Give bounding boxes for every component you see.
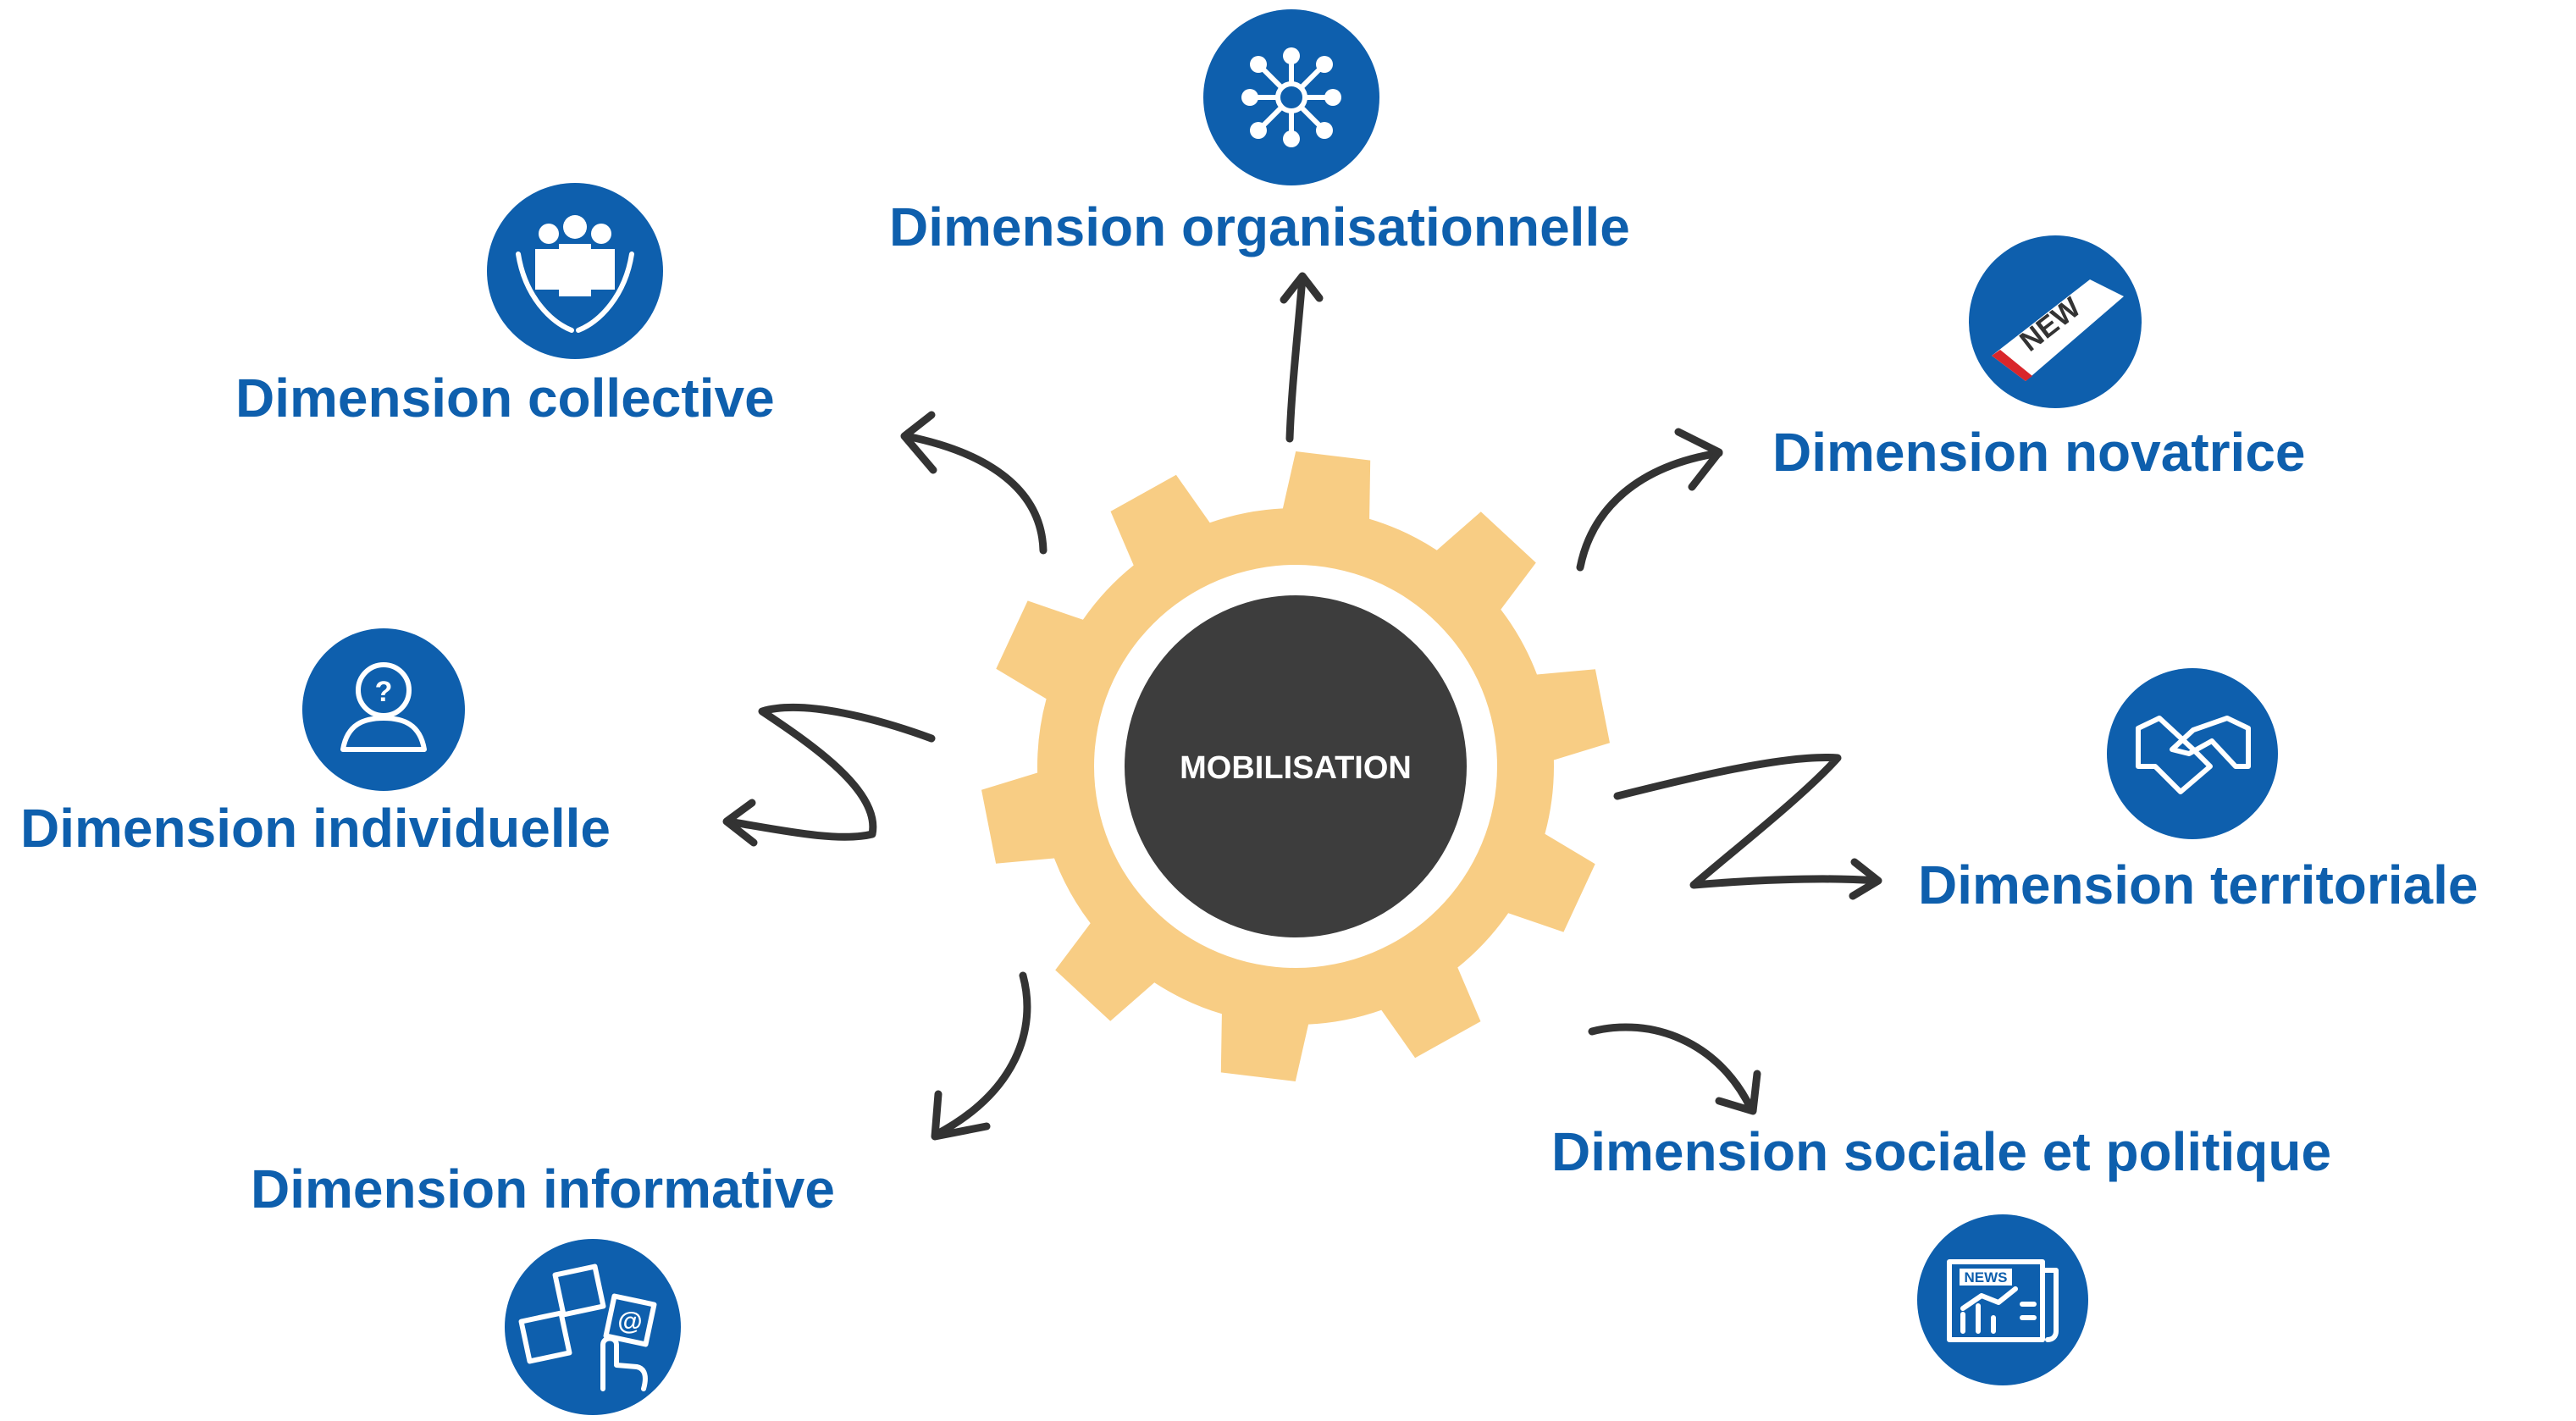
label-informative: Dimension informative bbox=[251, 1158, 835, 1219]
label-novatrice: Dimension novatrice bbox=[1772, 422, 2306, 483]
person-question-icon: ? bbox=[302, 628, 465, 791]
label-collective: Dimension collective bbox=[235, 368, 775, 429]
center-label: MOBILISATION bbox=[1180, 750, 1412, 786]
contact-cards-icon: @ bbox=[505, 1239, 681, 1415]
label-sociale: Dimension sociale et politique bbox=[1551, 1121, 2332, 1182]
arrow-organisationnelle bbox=[1280, 272, 1324, 443]
arrow-novatrice bbox=[1576, 428, 1723, 572]
news-badge-text: NEWS bbox=[1965, 1269, 2008, 1286]
mobilisation-hub bbox=[1125, 595, 1467, 937]
handshake-icon bbox=[2107, 668, 2278, 839]
label-individuelle: Dimension individuelle bbox=[20, 798, 611, 859]
newspaper-icon: NEWS bbox=[1917, 1214, 2088, 1385]
network-icon bbox=[1203, 9, 1379, 185]
label-organisationnelle: Dimension organisationnelle bbox=[889, 196, 1630, 257]
hands-group-icon bbox=[487, 183, 663, 359]
question-mark-text: ? bbox=[375, 676, 393, 708]
arrow-informative bbox=[931, 971, 1031, 1141]
at-sign-text: @ bbox=[617, 1308, 642, 1335]
label-territoriale: Dimension territoriale bbox=[1918, 854, 2479, 915]
arrow-territoriale bbox=[1613, 753, 1882, 900]
new-ribbon-icon: NEW bbox=[1969, 235, 2142, 408]
arrow-collective bbox=[900, 411, 1048, 555]
arrow-individuelle bbox=[722, 703, 936, 847]
gear-icon bbox=[981, 451, 1610, 1081]
arrow-sociale bbox=[1588, 1023, 1761, 1115]
